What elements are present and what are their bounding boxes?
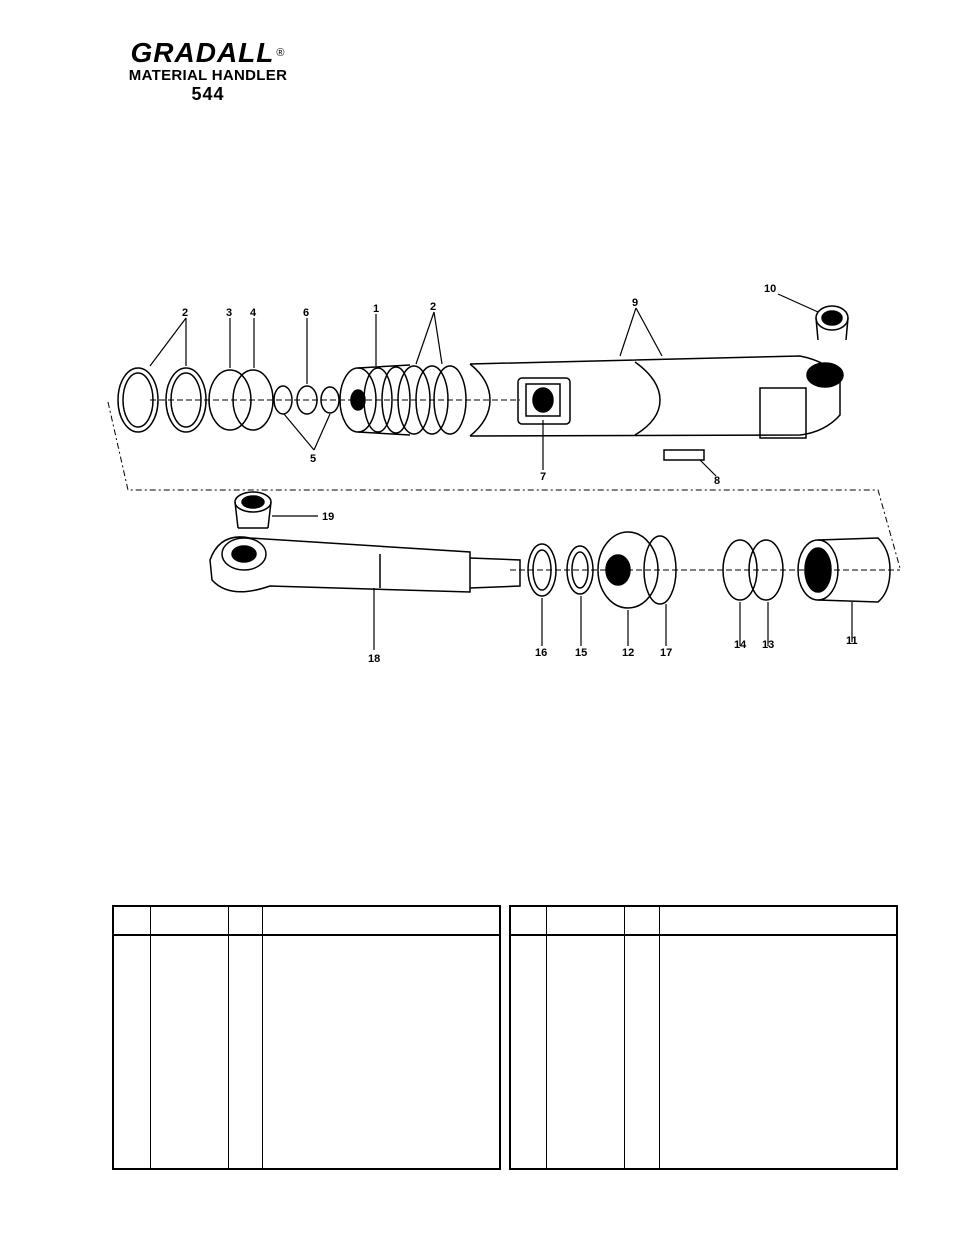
callout-14: 14 [734, 639, 747, 651]
callout-2-right: 2 [430, 301, 436, 313]
column-divider [624, 907, 625, 1168]
callout-13: 13 [762, 639, 774, 651]
callout-17: 17 [660, 647, 672, 659]
parts-table-right-header [511, 907, 896, 936]
registered-mark: ® [276, 47, 286, 59]
column-divider [546, 907, 547, 1168]
callout-5: 5 [310, 453, 316, 465]
brand-logo: GRADALL® [108, 38, 308, 68]
callout-6: 6 [303, 307, 309, 319]
callout-8: 8 [714, 475, 720, 487]
brand-name: GRADALL [130, 37, 275, 68]
callout-1: 1 [373, 303, 379, 315]
callout-7: 7 [540, 471, 546, 483]
callout-15: 15 [575, 647, 587, 659]
callout-3: 3 [226, 307, 232, 319]
model-number: 544 [191, 84, 225, 104]
column-divider [228, 907, 229, 1168]
callout-2-left: 2 [182, 307, 188, 319]
column-divider [262, 907, 263, 1168]
callout-11: 11 [846, 635, 858, 647]
callout-19: 19 [322, 511, 334, 523]
callout-18: 18 [368, 653, 380, 665]
callout-12: 12 [622, 647, 634, 659]
callout-4: 4 [250, 307, 257, 319]
parts-table-left-header [114, 907, 499, 936]
parts-table-right [509, 905, 898, 1170]
parts-table-left [112, 905, 501, 1170]
column-divider [659, 907, 660, 1168]
column-divider [150, 907, 151, 1168]
brand-block: GRADALL® MATERIAL HANDLER 544 [108, 38, 308, 105]
callout-16: 16 [535, 647, 547, 659]
exploded-cylinder-diagram: 2 3 4 6 1 2 9 10 5 7 8 19 18 16 15 12 17… [107, 283, 901, 665]
brand-subtitle: MATERIAL HANDLER [128, 67, 288, 84]
callout-9: 9 [632, 297, 638, 309]
callout-10: 10 [764, 283, 776, 295]
